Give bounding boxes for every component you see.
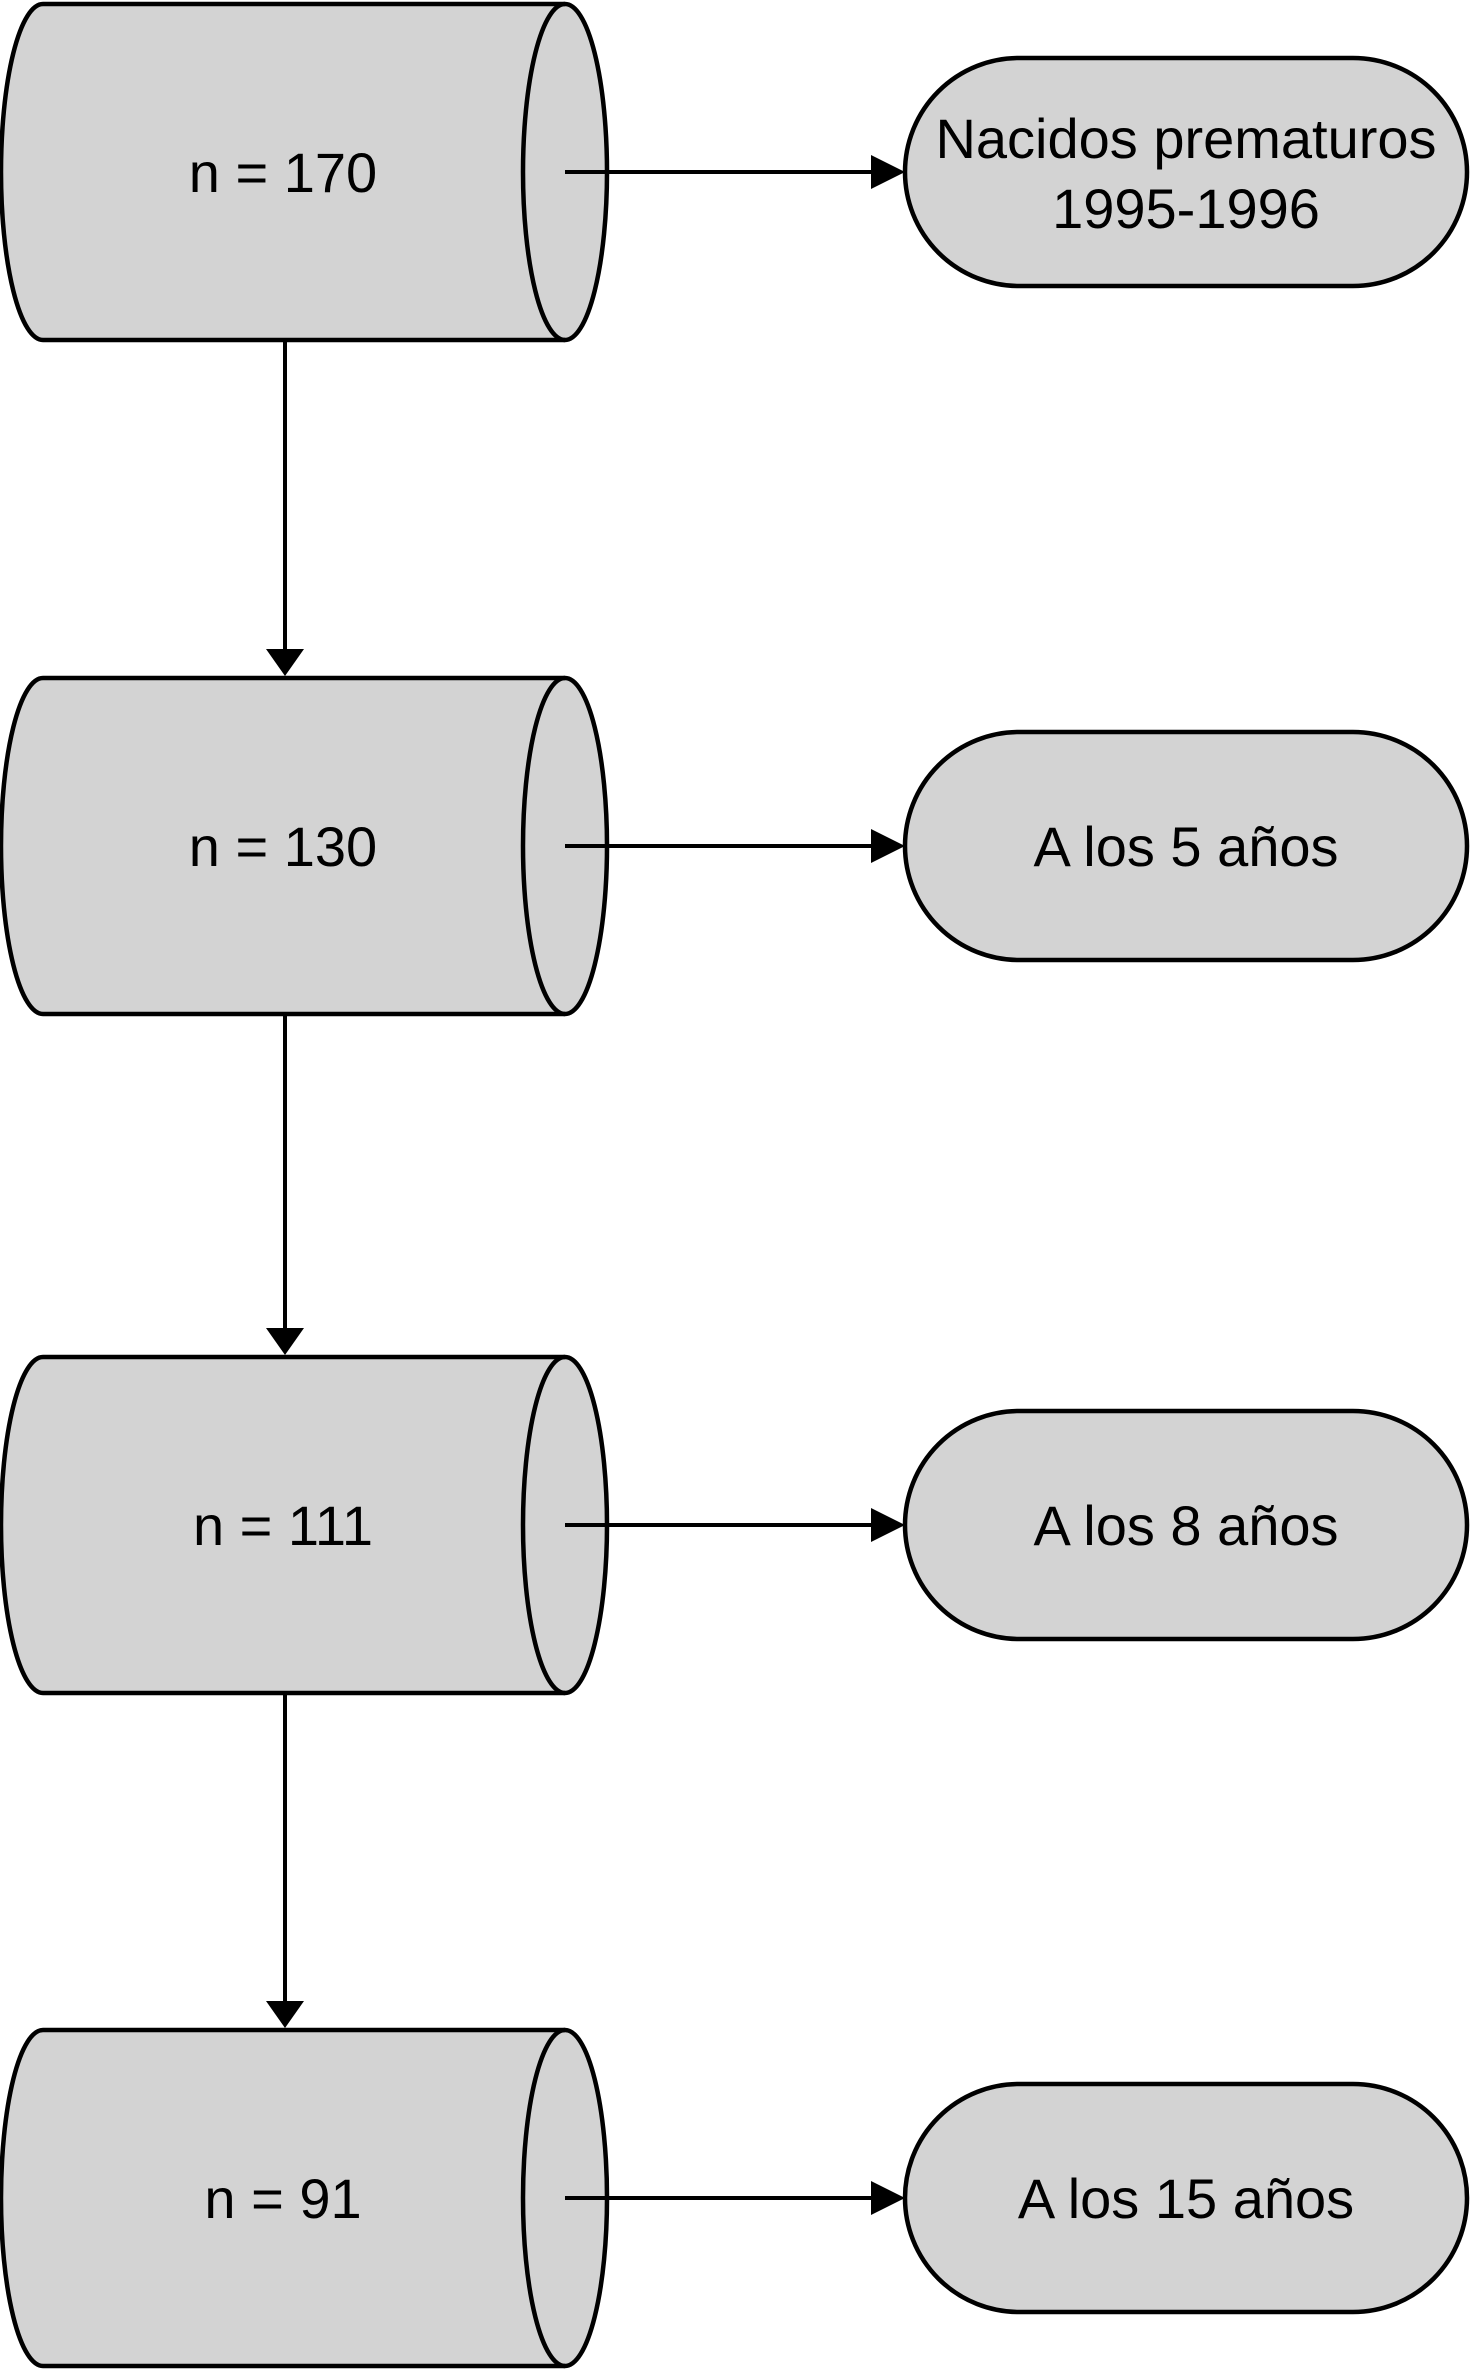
cylinder-count-label-4: n = 91 [204, 2167, 361, 2230]
down-arrowhead-icon-2 [266, 1328, 304, 1355]
cylinder-cap-arc-1 [520, 1, 566, 343]
stage-pill-3 [902, 1408, 1470, 1642]
right-arrowhead-icon-1 [871, 155, 905, 189]
cylinder-cap-arc-4 [520, 2027, 566, 2369]
cylinder-cap-arc-2 [520, 675, 566, 1017]
stage-label-4: A los 15 años [1018, 2167, 1354, 2230]
stage-pill-1 [902, 55, 1470, 289]
down-arrowhead-icon-1 [266, 649, 304, 676]
cohort-row-4: n = 91 A los 15 años [0, 2027, 1470, 2369]
right-arrowhead-icon-3 [871, 1508, 905, 1542]
stage-pill-2 [902, 729, 1470, 963]
cylinder-count-label-2: n = 130 [189, 815, 377, 878]
stage-label-3: A los 8 años [1033, 1494, 1338, 1557]
cylinder-count-label-1: n = 170 [189, 141, 377, 204]
right-arrowhead-icon-4 [871, 2181, 905, 2215]
stage-label-1-line-2: 1995-1996 [1052, 177, 1320, 240]
down-arrowhead-icon-3 [266, 2001, 304, 2028]
cylinder-count-label-3: n = 111 [193, 1494, 373, 1557]
cohort-row-2: n = 130 A los 5 años [0, 675, 1470, 1355]
stage-label-2: A los 5 años [1033, 815, 1338, 878]
cohort-row-1: n = 170 Nacidos prematuros 1995-1996 [0, 1, 1470, 676]
stage-pill-4 [902, 2081, 1470, 2315]
cohort-row-3: n = 111 A los 8 años [0, 1354, 1470, 2028]
cylinder-cap-arc-3 [520, 1354, 566, 1696]
stage-label-1-line-1: Nacidos prematuros [935, 107, 1436, 170]
right-arrowhead-icon-2 [871, 829, 905, 863]
